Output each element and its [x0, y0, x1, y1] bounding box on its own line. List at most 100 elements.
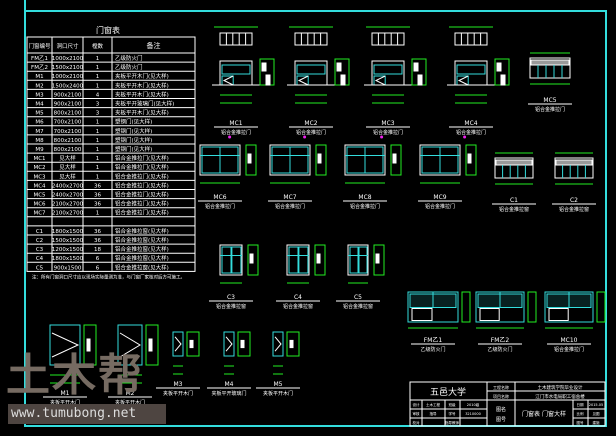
tb-value: 土木工程	[426, 402, 440, 407]
drawing-caption: 乙级防火门	[487, 346, 512, 353]
table-cell: 36	[94, 193, 101, 199]
window-frame	[554, 157, 594, 179]
window-frame	[286, 244, 310, 276]
tb-value: 2015.05	[589, 403, 603, 407]
table-cell: C4	[36, 256, 44, 262]
drawing-label: M3	[174, 381, 183, 388]
table-cell: 1	[96, 129, 100, 135]
table-cell: 铝合金推拉窗(见大样)	[115, 263, 169, 271]
section-profile	[467, 153, 472, 164]
table-cell: C5	[36, 265, 44, 271]
section-profile	[261, 62, 267, 72]
drawing-label: M5	[274, 381, 283, 388]
tb-value: 见图	[593, 412, 601, 416]
table-cell: 塑钢门(见大样)	[115, 145, 152, 153]
drawing-label: MC1	[229, 120, 242, 127]
glass-band	[373, 64, 403, 75]
door-frame	[454, 32, 488, 46]
window-frame	[269, 144, 311, 176]
table-cell: 见大样	[59, 163, 76, 171]
section-dimension	[596, 291, 606, 323]
table-header-cell: 门窗编号	[28, 42, 51, 50]
drawing-caption: 夹板平开木门	[115, 399, 145, 406]
window-frame	[494, 157, 534, 179]
door-frame	[371, 32, 405, 46]
table-cell: 1	[96, 211, 100, 217]
title-block: 五邑大学工程名称土木建筑学院毕业设计项目名称江门市水电局职工宿舍楼设计土木工程审…	[409, 381, 606, 427]
door-frame	[223, 331, 235, 357]
section-dimension	[465, 144, 477, 176]
window-sash	[297, 246, 309, 274]
table-header-cell: 樘数	[92, 42, 104, 50]
tb-label: 校对	[413, 420, 421, 425]
drawing-caption: 夹板平开木门	[163, 390, 193, 397]
table-cell: C2	[36, 238, 43, 244]
tb-label: 图名	[496, 406, 506, 413]
section-profile	[247, 153, 252, 164]
glass-band	[456, 64, 486, 75]
door-frame	[272, 331, 284, 357]
drawing-label: MC4	[464, 120, 477, 127]
section-profile	[189, 339, 194, 349]
table-cell: M1	[35, 74, 43, 80]
table-cell: MC1	[33, 156, 45, 162]
table-cell: 2400x2700	[52, 193, 84, 199]
drawing-label: MC8	[358, 194, 371, 201]
table-cell: M8	[35, 138, 44, 144]
section-dimension	[461, 291, 471, 323]
door-leaf	[548, 308, 569, 321]
table-cell: 2400x2700	[52, 183, 84, 189]
drawing-label: C5	[354, 294, 362, 301]
section-dimension	[373, 244, 385, 276]
section-profile	[417, 74, 423, 86]
door-frame	[49, 324, 81, 366]
table-cell: 800x2100	[54, 111, 82, 117]
table-cell: 夹板平开木门(见大样)	[115, 72, 169, 80]
section-dimension	[245, 144, 257, 176]
tb-label: 班级	[449, 402, 457, 407]
drawing-label: MC2	[304, 120, 317, 127]
window-top	[555, 159, 593, 166]
table-cell: 乙级防火门	[115, 63, 143, 71]
table-header-cell: 洞口尺寸	[56, 42, 79, 50]
table-cell: 3	[96, 102, 100, 108]
tb-value: 土木建筑学院毕业设计	[538, 384, 583, 391]
table-cell: 1800x1500	[52, 256, 84, 262]
table-cell: 铝合金推拉窗(见大样)	[115, 236, 169, 244]
drawing-caption: 铝合金推拉门	[373, 129, 403, 136]
section-profile	[265, 74, 271, 86]
section-dimension	[315, 144, 327, 176]
window-sash	[219, 146, 239, 174]
table-cell: M7	[35, 129, 44, 135]
table-note: 注：所有门窗洞口尺寸应以现场实际量测为准，与门窗厂家核对后方可施工。	[32, 273, 185, 280]
window-top	[530, 59, 570, 66]
section-dimension	[314, 244, 326, 276]
table-cell: C1	[36, 229, 43, 235]
drawing-caption: 夹板平开玻璃门	[211, 390, 246, 397]
section-profile	[496, 62, 502, 72]
window-sash	[357, 246, 368, 274]
table-cell: 铝合金推拉窗(见大样)	[115, 227, 169, 235]
section-profile	[336, 62, 342, 72]
drawing-caption: 铝合金推拉窗	[216, 303, 246, 310]
table-title: 门窗表	[96, 25, 120, 35]
table-cell: FM乙1	[31, 55, 48, 62]
table-cell: 1	[96, 147, 100, 153]
table-cell: 乙级防火门	[115, 54, 143, 62]
drawing-label: MC10	[560, 337, 577, 344]
section-profile	[316, 253, 321, 264]
level-mark	[228, 135, 232, 139]
table-cell: 800x2100	[54, 147, 82, 153]
